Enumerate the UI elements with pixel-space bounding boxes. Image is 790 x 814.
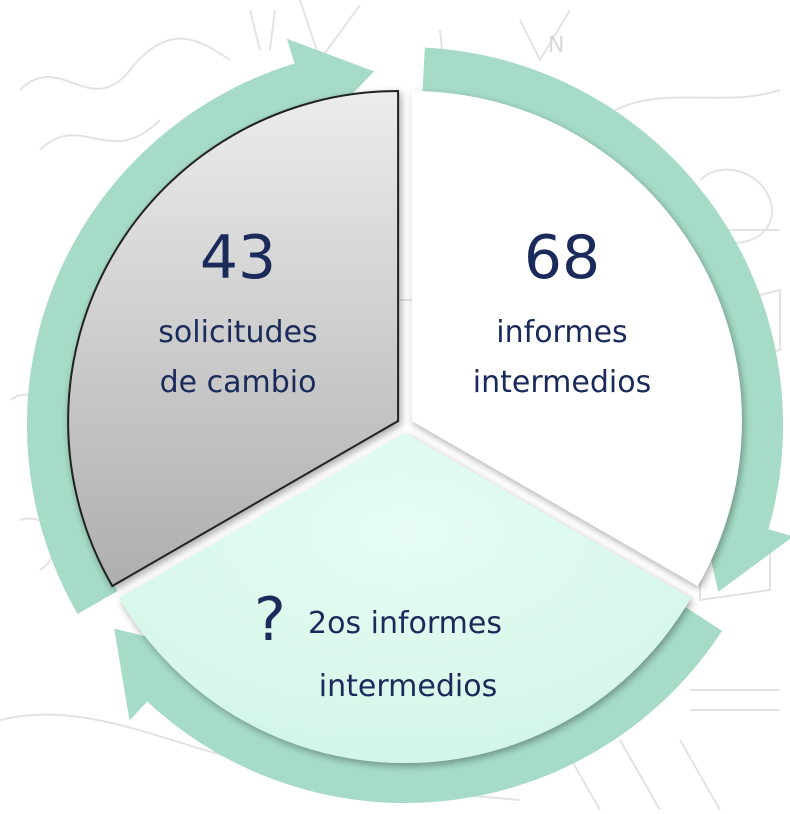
compass-n-label: N	[548, 33, 564, 58]
informes-label-line1: informes	[496, 315, 627, 350]
solicitudes-count: 43	[200, 223, 276, 293]
solicitudes-label-line2: de cambio	[160, 365, 317, 400]
informes-label-line2: intermedios	[473, 365, 651, 400]
segundos-count: ?	[254, 585, 286, 655]
informes-count: 68	[524, 223, 600, 293]
pie-segments	[67, 89, 742, 764]
segundos-label-line1: 2os informes	[308, 606, 502, 641]
solicitudes-label-line1: solicitudes	[158, 315, 317, 350]
segment-segundos	[119, 433, 691, 764]
segment-solicitudes-labels: 43 solicitudes de cambio	[158, 223, 317, 400]
segment-informes-labels: 68 informes intermedios	[473, 223, 651, 400]
segment-segundos-labels: ? 2os informes intermedios	[254, 585, 502, 704]
segment-informes	[411, 91, 742, 586]
segundos-label-line2: intermedios	[319, 669, 497, 704]
arrow-bottom	[114, 605, 722, 804]
segment-solicitudes	[67, 89, 400, 588]
